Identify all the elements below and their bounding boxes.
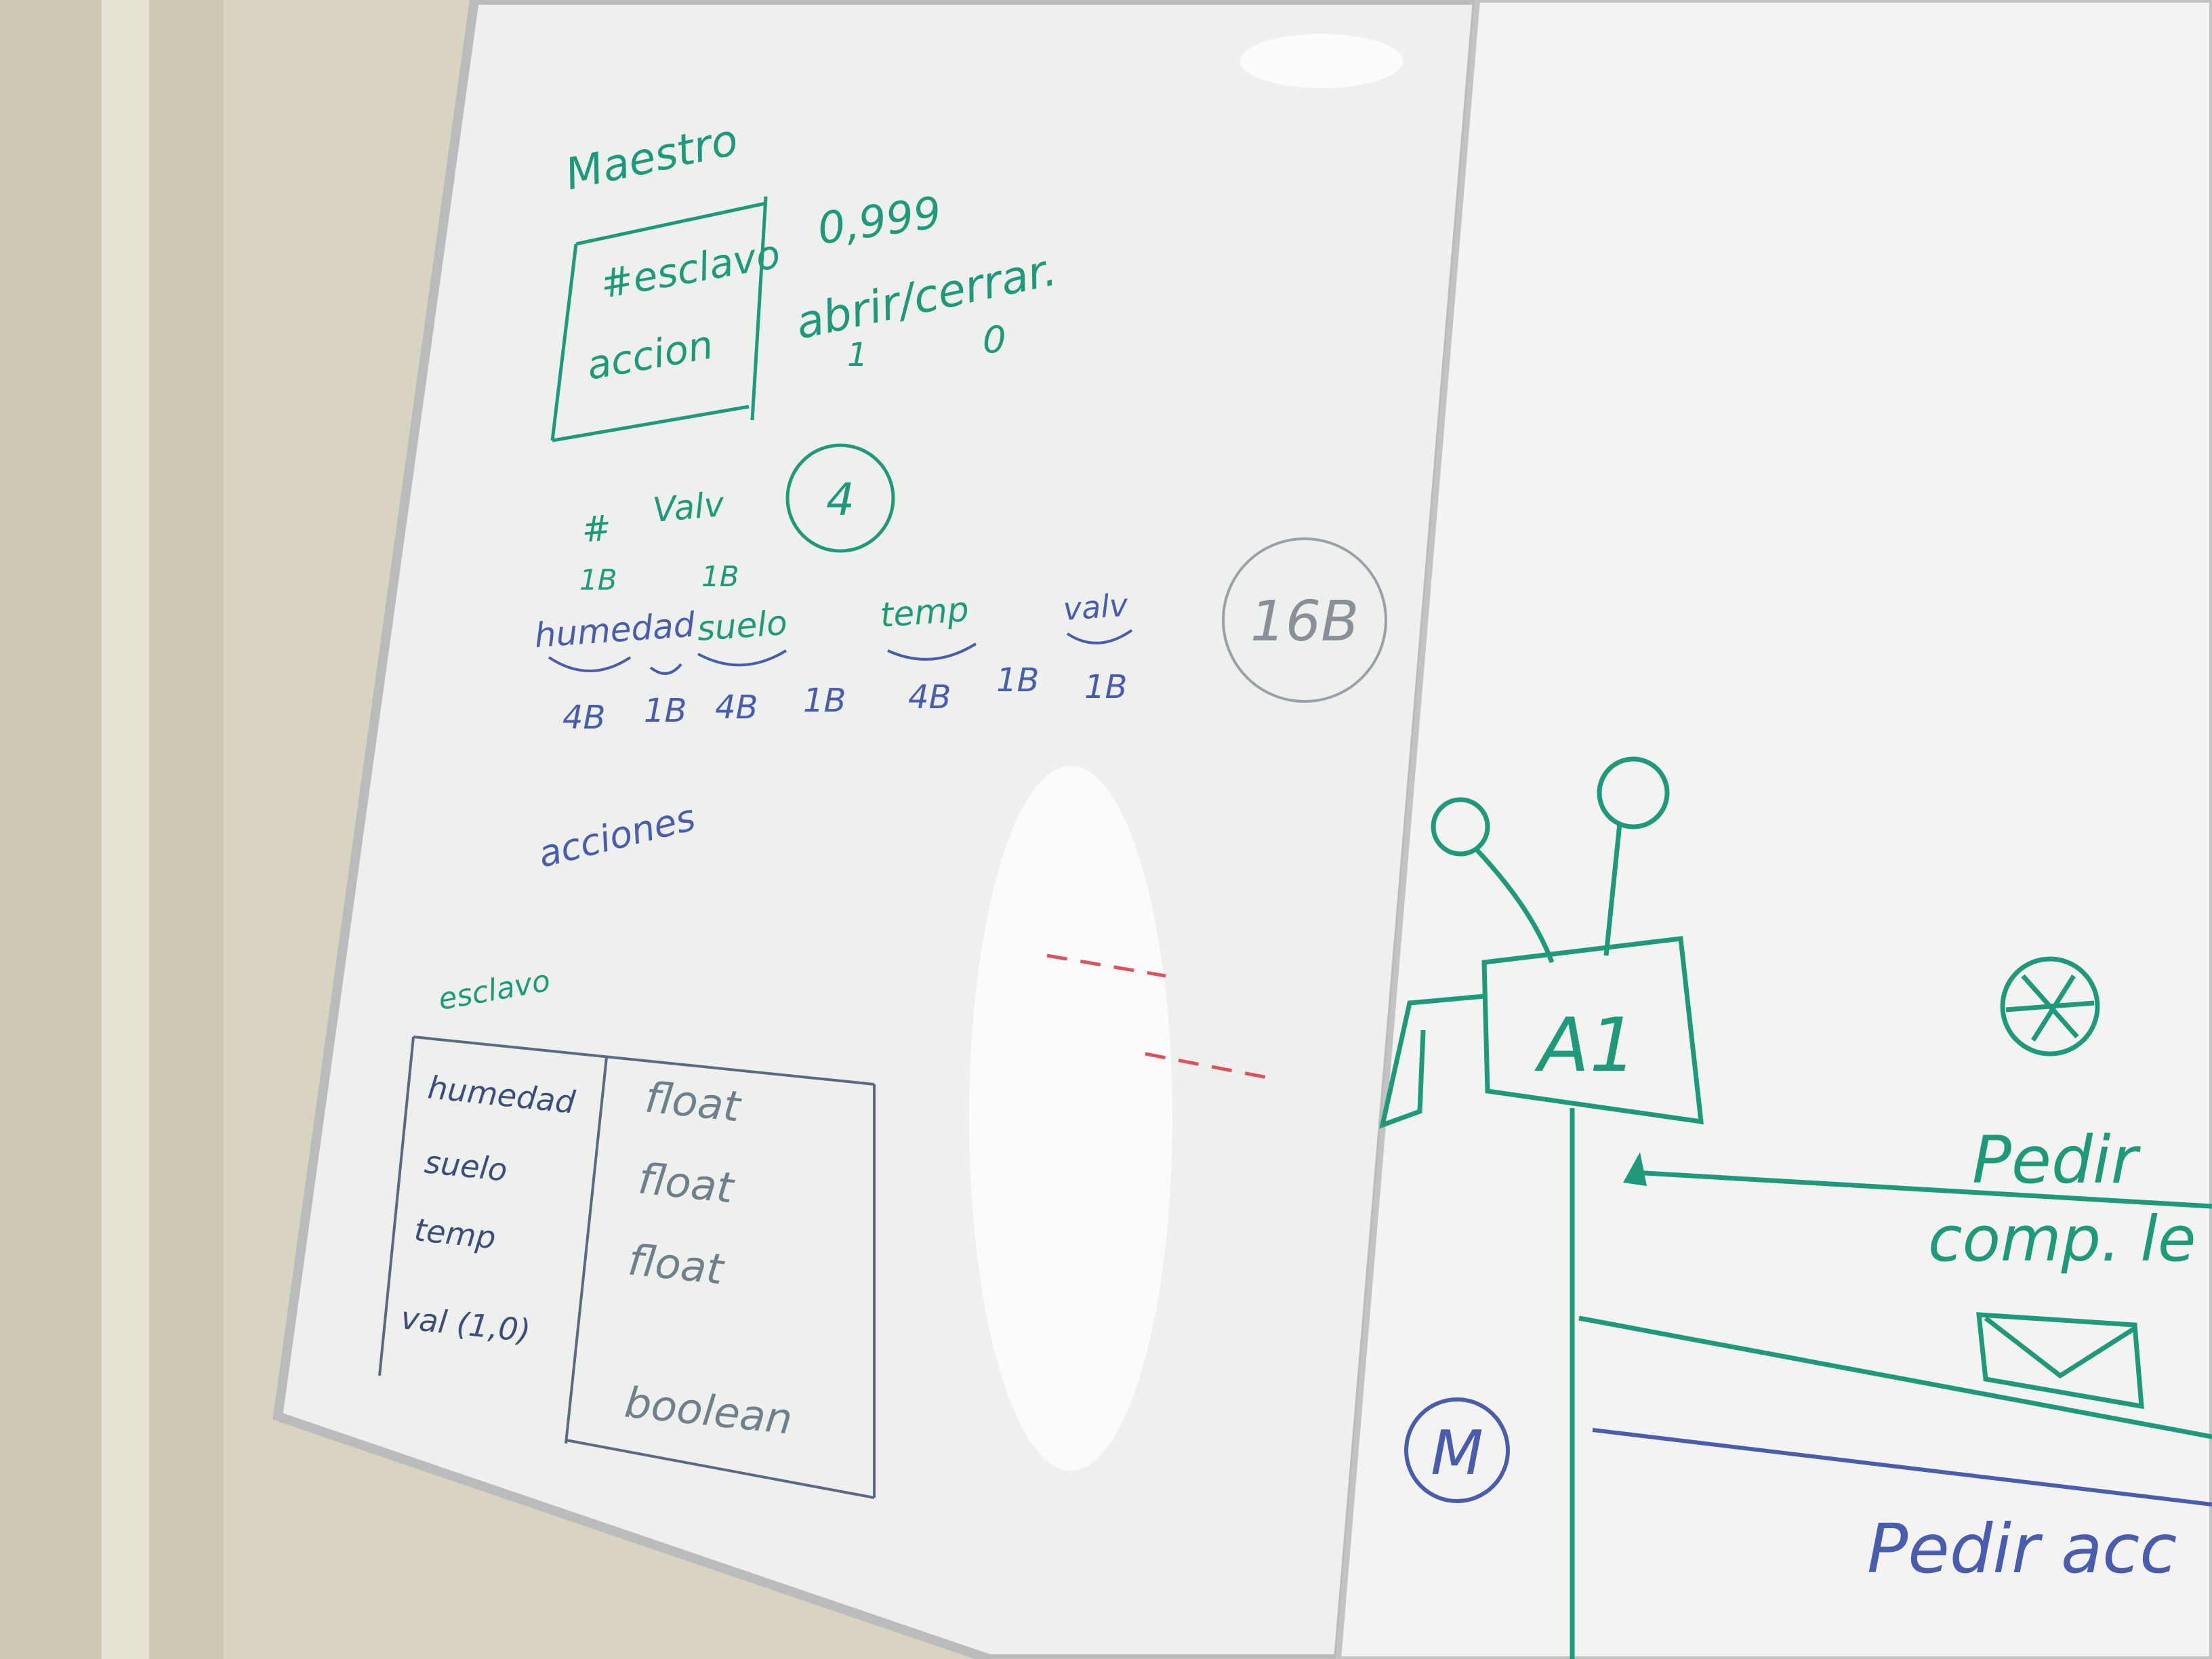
circled-total: 16B [1250,590,1359,654]
byte-size: 4B [908,678,951,716]
byte-size: 1B [996,661,1039,699]
esclavo-type: float [626,1235,727,1294]
esclavo-field: temp [413,1211,497,1256]
antenna-2-icon [1597,756,1670,830]
field-valv: valv [1062,586,1130,628]
frame-size-number: 1B [579,563,617,596]
valve-icon [2000,956,2100,1057]
circle-count [785,443,895,553]
arrow-head-icon [1623,1152,1647,1186]
frame-label-valv: Valv [651,485,726,530]
frame-label-number: # [580,508,613,551]
frame-size-valv: 1B [701,560,739,593]
esclavo-type: float [636,1153,737,1213]
circle-m [1404,1397,1510,1503]
field-suelo: suelo [696,603,789,649]
envelope-icon [1976,1312,2144,1410]
circled-count: 4 [826,474,855,526]
maestro-code-open: 1 [847,336,868,374]
antenna-1-icon [1431,797,1490,857]
byte-size: 1B [644,692,687,730]
message-comp: comp. le [1928,1203,2196,1275]
node-diagram [1379,756,2212,1659]
brace-marks [548,629,1133,675]
esclavo-type: float [642,1072,744,1132]
maestro-table-lines [550,196,768,443]
light-glare-top [1240,34,1403,88]
esclavo-field: suelo [423,1143,509,1188]
door-frame [102,0,149,1659]
byte-size: 1B [1084,668,1127,706]
circled-letter: M [1431,1418,1483,1489]
byte-size: 4B [562,699,605,737]
red-trace [1046,954,1268,1080]
node-label: A1 [1534,1002,1637,1088]
left-whiteboard [272,0,1483,1659]
circle-total [1222,537,1387,703]
node-box [1481,936,1704,1125]
maestro-code-close: 0 [983,319,1006,361]
esclavo-table-lines [378,1036,876,1499]
byte-size: 1B [803,682,846,720]
light-glare [969,766,1172,1471]
byte-size: 4B [715,689,758,726]
message-pedir-acc: Pedir acc [1867,1509,2177,1589]
message-pedir: Pedir [1972,1122,2142,1198]
field-temp: temp [879,590,970,635]
blue-lines [1404,1397,2212,1507]
